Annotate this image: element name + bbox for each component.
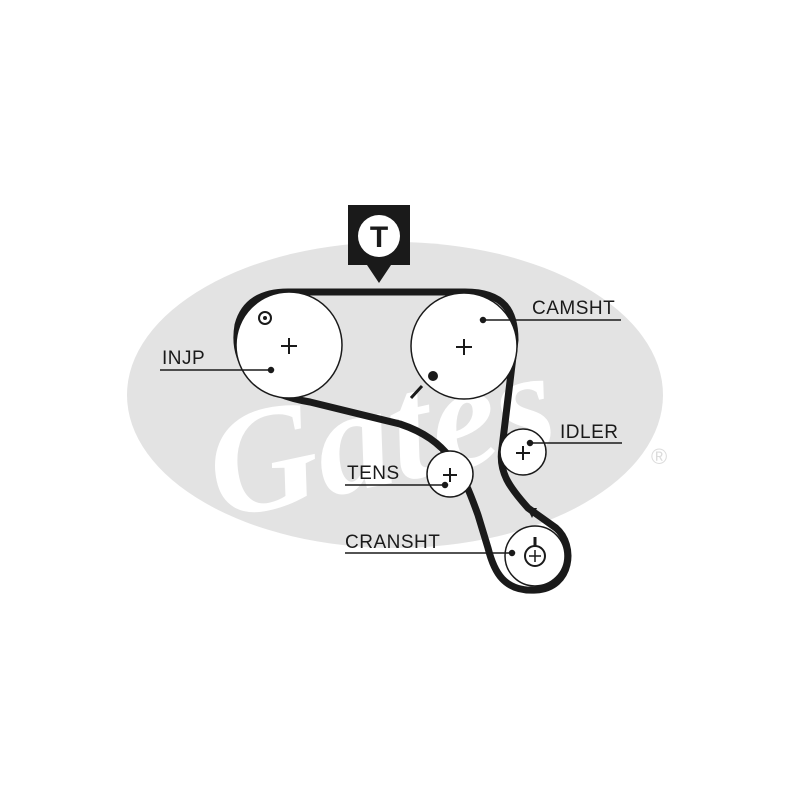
- tension-marker-label: T: [370, 221, 388, 254]
- tension-marker-circle: [358, 215, 400, 257]
- gates-logo-watermark: Gates ®: [127, 242, 667, 552]
- injection-pump-label: INJP: [162, 348, 205, 369]
- tension-marker: T: [348, 205, 410, 283]
- idler-center-icon: [516, 446, 530, 460]
- registered-mark: ®: [651, 444, 667, 469]
- camshaft-sprocket: [409, 292, 518, 400]
- tensioner-label: TENS: [347, 463, 400, 484]
- timing-mark-icon: [258, 311, 272, 325]
- camshaft-timing-mark-icon: [409, 371, 438, 400]
- idler-pulley: [499, 428, 547, 476]
- camshaft-center-icon: [456, 339, 472, 355]
- injection-pump-center-icon: [281, 338, 297, 354]
- tensioner-pulley: [426, 450, 474, 498]
- leader-lines: [160, 316, 622, 557]
- camshaft-label: CAMSHT: [532, 298, 615, 319]
- injection-pump-sprocket: [235, 291, 343, 399]
- crankshaft-label: CRANSHT: [345, 532, 440, 553]
- crankshaft-sprocket: [504, 508, 566, 587]
- idler-label: IDLER: [560, 422, 618, 443]
- crankshaft-arrow-icon: [527, 508, 537, 518]
- tensioner-center-icon: [443, 468, 457, 482]
